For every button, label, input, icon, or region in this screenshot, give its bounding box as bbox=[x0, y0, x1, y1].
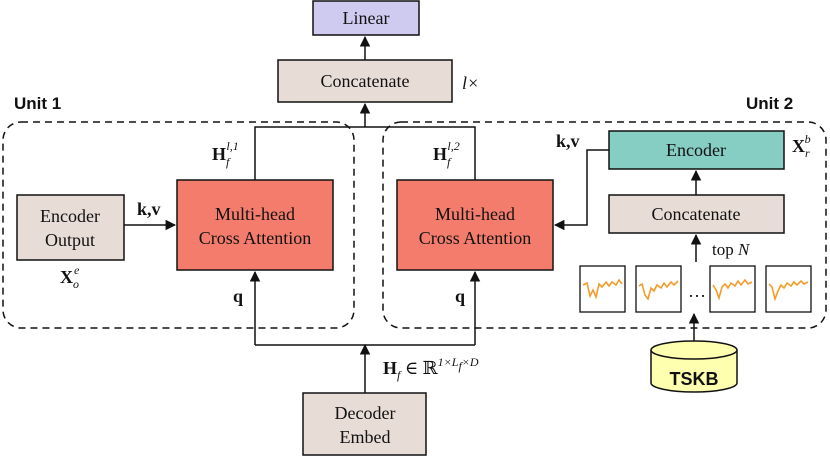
q-label-left: q bbox=[233, 286, 243, 306]
decoder-embed-box: Decoder Embed bbox=[302, 392, 427, 456]
h-f-dimension-label: Hf ∈ ℝ1×Lf×D bbox=[383, 355, 479, 382]
svg-text:Encoder: Encoder bbox=[666, 140, 726, 160]
svg-text:Linear: Linear bbox=[343, 8, 390, 28]
top-n-label: top N bbox=[712, 240, 751, 259]
svg-text:Cross Attention: Cross Attention bbox=[199, 228, 312, 248]
x-o-e-label: Xoe bbox=[60, 263, 80, 291]
svg-text:Cross Attention: Cross Attention bbox=[419, 228, 532, 248]
svg-text:Decoder: Decoder bbox=[335, 403, 396, 423]
cross-attention-2-box: Multi-head Cross Attention bbox=[396, 179, 554, 271]
unit1-region bbox=[2, 121, 355, 329]
svg-text:TSKB: TSKB bbox=[670, 369, 719, 389]
x-r-b-label: Xrb bbox=[792, 132, 811, 160]
svg-text:Multi-head: Multi-head bbox=[215, 204, 295, 224]
svg-text:Concatenate: Concatenate bbox=[652, 204, 741, 224]
time-series-thumbnail-4 bbox=[765, 265, 812, 313]
unit1-label: Unit 1 bbox=[14, 94, 61, 113]
svg-text:Embed: Embed bbox=[340, 427, 391, 447]
h-f-l1-label: Hfl,1 bbox=[212, 139, 239, 169]
time-series-thumbnail-1 bbox=[579, 265, 626, 313]
h-f-l2-label: Hfl,2 bbox=[433, 139, 460, 169]
linear-box: Linear bbox=[312, 0, 420, 36]
top-concatenate-box: Concatenate bbox=[277, 59, 453, 103]
svg-text:Concatenate: Concatenate bbox=[321, 71, 410, 91]
q-label-right: q bbox=[455, 286, 465, 306]
kv-label-right: k,v bbox=[556, 131, 580, 151]
time-series-thumbnail-3 bbox=[709, 265, 756, 313]
cross-attention-1-box: Multi-head Cross Attention bbox=[176, 179, 334, 271]
right-concatenate-box: Concatenate bbox=[608, 194, 785, 234]
repeat-label: l× bbox=[462, 73, 479, 93]
time-series-thumbnail-2 bbox=[635, 265, 682, 313]
database-icon: TSKB bbox=[650, 340, 738, 393]
thumbnail-ellipsis: … bbox=[688, 281, 706, 301]
arrow-kv-right bbox=[553, 149, 609, 231]
encoder-output-box: Encoder Output bbox=[16, 194, 125, 261]
unit2-region bbox=[382, 121, 827, 329]
unit2-label: Unit 2 bbox=[746, 94, 793, 113]
svg-text:Encoder: Encoder bbox=[40, 206, 100, 226]
encoder-box: Encoder bbox=[608, 130, 785, 170]
svg-text:Multi-head: Multi-head bbox=[435, 204, 515, 224]
kv-label-left: k,v bbox=[137, 199, 161, 219]
svg-text:Output: Output bbox=[45, 230, 95, 250]
